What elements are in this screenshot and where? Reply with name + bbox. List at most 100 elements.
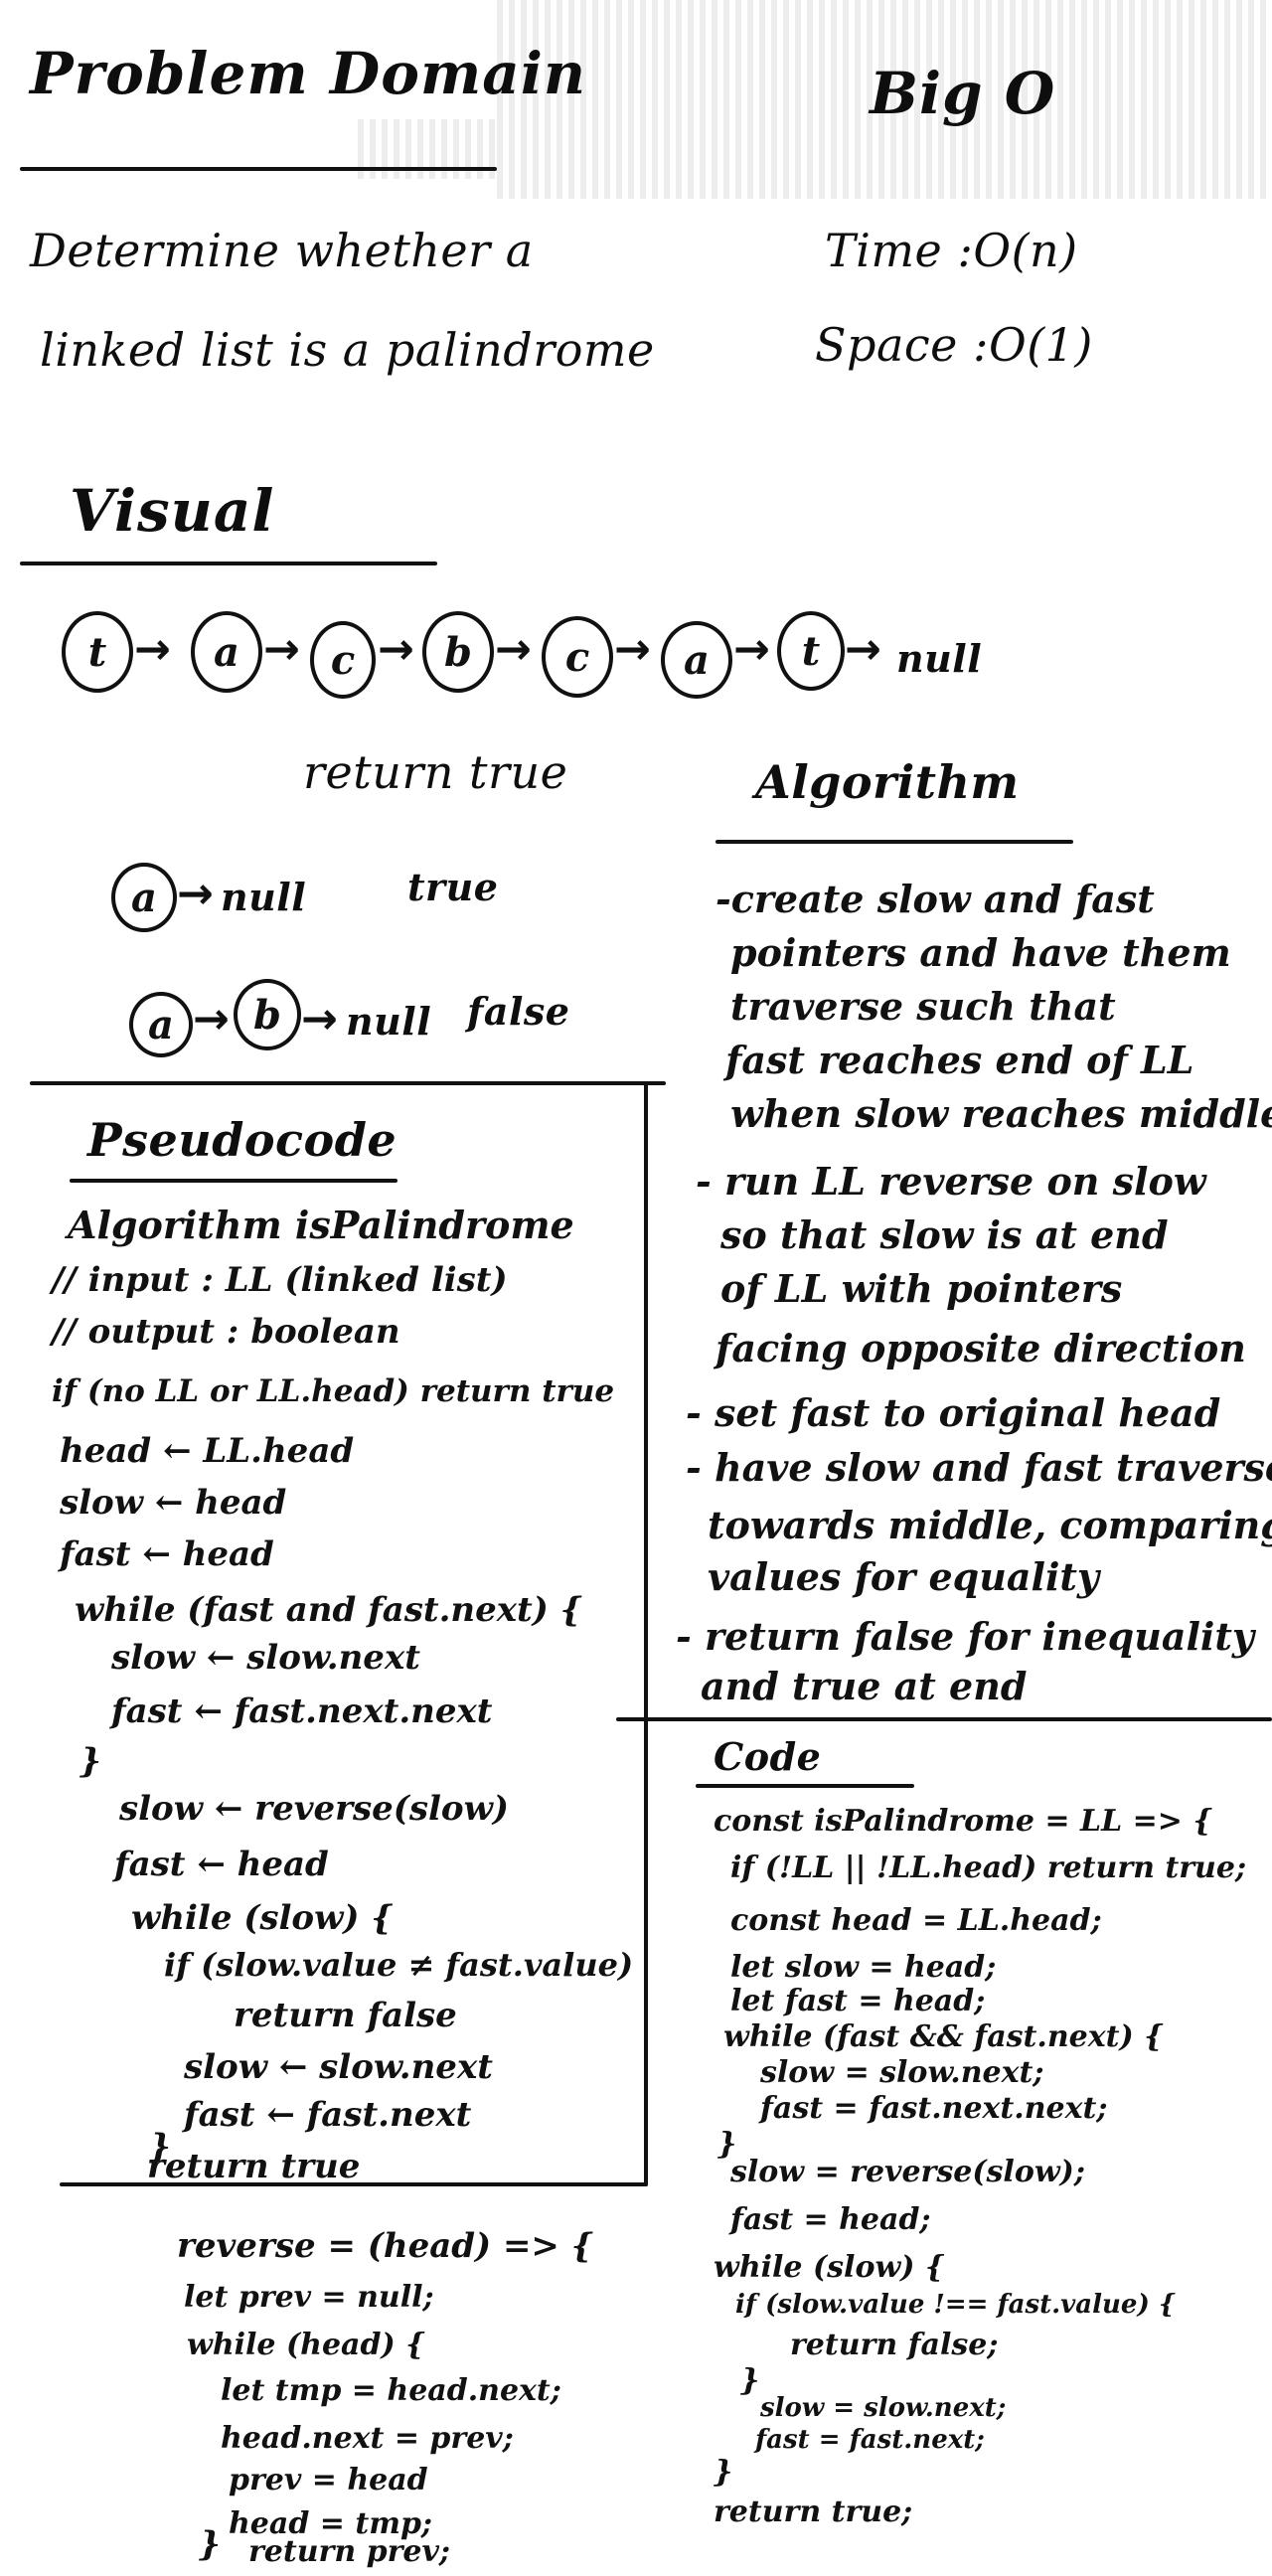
example2-arrow: → [193, 994, 230, 1045]
code-line: let fast = head; [730, 1984, 986, 2018]
example2-node-b: b [234, 979, 301, 1050]
reverse-line: let tmp = head.next; [221, 2373, 561, 2408]
example1-node: a [111, 863, 177, 932]
reverse-line: reverse = (head) => { [177, 2226, 593, 2266]
visual-underline [20, 562, 437, 565]
problem-line-1: Determine whether a [30, 224, 534, 277]
problem-domain-underline [20, 167, 497, 171]
big-o-space: Space :O(1) [815, 318, 1093, 372]
reverse-line: } [199, 2524, 221, 2564]
pseudocode-line: fast ← head [60, 1534, 274, 1574]
algorithm-line: - set fast to original head [686, 1390, 1221, 1435]
algorithm-line: of LL with pointers [720, 1266, 1123, 1311]
code-section-divider [616, 1717, 1272, 1721]
code-line: slow = reverse(slow); [730, 2155, 1085, 2189]
code-line: const head = LL.head; [730, 1903, 1102, 1938]
list-node: a [661, 621, 732, 699]
pseudocode-line: fast ← fast.next [184, 2095, 472, 2135]
code-line: return true; [714, 2495, 913, 2529]
big-o-time: Time :O(n) [825, 224, 1078, 277]
pseudocode-line: fast ← head [114, 1845, 329, 1884]
algorithm-line: values for equality [708, 1554, 1100, 1599]
algorithm-line: so that slow is at end [720, 1212, 1169, 1257]
code-line: } [717, 2127, 737, 2162]
pseudocode-line: return true [147, 2147, 361, 2186]
algorithm-line: pointers and have them [730, 930, 1231, 975]
code-line: while (fast && fast.next) { [723, 2019, 1164, 2054]
code-title: Code [714, 1734, 822, 1779]
code-line: slow = slow.next; [760, 2055, 1044, 2090]
background-smudge [497, 0, 1272, 199]
problem-domain-title: Problem Domain [30, 40, 587, 107]
pseudocode-line: slow ← slow.next [184, 2047, 493, 2087]
algorithm-line: towards middle, comparing [708, 1503, 1272, 1547]
code-line: } [740, 2363, 760, 2398]
list-arrow: → [614, 624, 651, 675]
example1-arrow: → [177, 869, 214, 919]
code-line: slow = slow.next; [760, 2393, 1007, 2423]
code-line: fast = fast.next.next; [760, 2091, 1108, 2126]
algorithm-line: when slow reaches middle [730, 1091, 1272, 1136]
code-line: fast = head; [730, 2202, 931, 2237]
list-arrow: → [845, 624, 881, 675]
pseudocode-line: if (no LL or LL.head) return true [52, 1373, 615, 1409]
list-node: t [777, 611, 845, 691]
pseudocode-title: Pseudocode [87, 1113, 398, 1167]
code-line: const isPalindrome = LL => { [714, 1804, 1212, 1839]
reverse-line: return prev; [248, 2534, 450, 2569]
pseudocode-box-top [30, 1081, 666, 1085]
example1-result: true [407, 865, 499, 909]
list-node: a [191, 611, 262, 693]
code-line: if (!LL || !LL.head) return true; [730, 1851, 1247, 1885]
example2-null: null [346, 999, 432, 1044]
pseudocode-line: // input : LL (linked list) [52, 1260, 508, 1300]
problem-line-2: linked list is a palindrome [40, 323, 655, 377]
reverse-line: while (head) { [187, 2328, 425, 2362]
code-line: return false; [790, 2328, 999, 2362]
algorithm-line: -create slow and fast [716, 877, 1155, 921]
example2-result: false [467, 989, 570, 1034]
pseudocode-box-bottom [60, 2182, 648, 2186]
pseudocode-line: } [80, 1741, 101, 1781]
algorithm-line: facing opposite direction [716, 1326, 1246, 1370]
algorithm-line: and true at end [701, 1664, 1028, 1708]
list-arrow: → [378, 624, 414, 675]
list-arrow: → [495, 624, 532, 675]
algorithm-line: fast reaches end of LL [725, 1038, 1194, 1082]
code-line: fast = fast.next; [755, 2425, 985, 2455]
pseudocode-line: fast ← fast.next.next [111, 1691, 493, 1731]
code-underline [696, 1784, 914, 1788]
code-line: if (slow.value !== fast.value) { [735, 2290, 1176, 2320]
algorithm-underline [716, 840, 1073, 844]
algorithm-line: - run LL reverse on slow [696, 1159, 1206, 1204]
pseudocode-line: slow ← reverse(slow) [119, 1789, 509, 1829]
pseudocode-underline [70, 1179, 398, 1183]
visual-title: Visual [70, 477, 275, 545]
list-node: c [310, 621, 376, 699]
pseudocode-line: } [149, 2127, 171, 2167]
example1-null: null [221, 875, 307, 919]
pseudocode-box-right [644, 1083, 648, 2186]
list-node: c [542, 616, 613, 698]
code-line: } [714, 2455, 733, 2490]
big-o-title: Big O [870, 60, 1056, 127]
reverse-line: head.next = prev; [221, 2421, 514, 2456]
list-arrow: → [733, 624, 770, 675]
pseudocode-line: slow ← head [60, 1483, 287, 1523]
pseudocode-line: Algorithm isPalindrome [68, 1203, 574, 1247]
pseudocode-line: slow ← slow.next [111, 1638, 420, 1678]
algorithm-line: - have slow and fast traverse [686, 1445, 1272, 1490]
example2-node-a: a [129, 992, 193, 1057]
pseudocode-line: if (slow.value ≠ fast.value) [164, 1946, 634, 1984]
list-node: b [422, 611, 494, 693]
reverse-line: head = tmp; [229, 2506, 432, 2541]
list-node: t [62, 611, 133, 693]
code-line: while (slow) { [714, 2250, 945, 2285]
list-null: null [896, 636, 983, 681]
visual-result: return true [303, 745, 568, 799]
list-arrow: → [134, 624, 171, 675]
pseudocode-line: while (fast and fast.next) { [75, 1590, 582, 1630]
algorithm-line: - return false for inequality [676, 1614, 1254, 1659]
pseudocode-line: while (slow) { [131, 1898, 394, 1938]
algorithm-line: traverse such that [730, 984, 1116, 1029]
